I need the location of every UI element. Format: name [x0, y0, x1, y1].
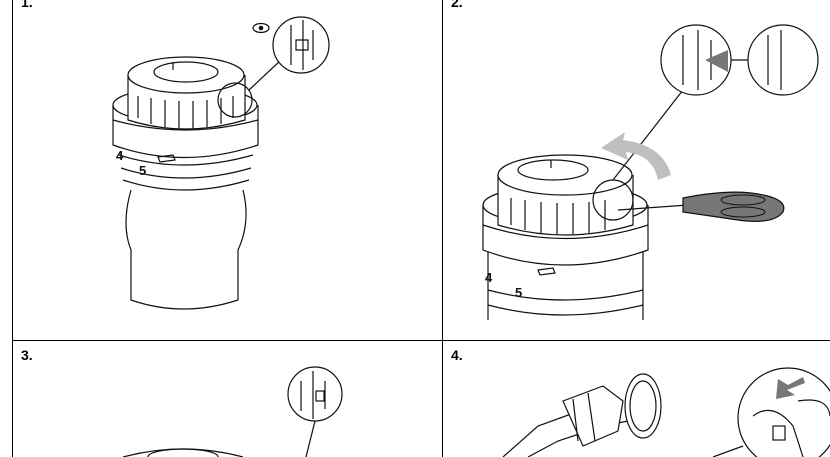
screwdriver-icon	[682, 191, 785, 222]
press-arrow-icon	[776, 377, 805, 399]
step-2-illustration: 5 4	[482, 24, 819, 320]
step-1-panel: 1.	[13, 0, 442, 340]
step-4-label: 4.	[451, 347, 463, 363]
dial-number-5: 5	[139, 163, 146, 178]
dial-number-4: 4	[116, 148, 124, 163]
curved-arrow-icon	[601, 132, 671, 180]
row-divider	[12, 340, 830, 341]
step-4-panel: 4.	[443, 341, 830, 457]
center-divider	[442, 0, 443, 457]
dial-number-5: 5	[515, 285, 522, 300]
left-border	[12, 0, 13, 457]
step-2-panel: 2.	[443, 0, 830, 340]
step-3-illustration	[122, 366, 343, 457]
step-3-label: 3.	[21, 347, 33, 363]
step-3-panel: 3.	[13, 341, 442, 457]
dial-number-4: 4	[485, 270, 493, 285]
wedge-tip	[705, 50, 728, 72]
step-1-illustration: 5 4	[112, 16, 330, 310]
step-1-label: 1.	[21, 0, 33, 10]
eye-icon	[252, 22, 270, 34]
step-4-illustration	[502, 367, 830, 457]
step-2-label: 2.	[451, 0, 463, 10]
